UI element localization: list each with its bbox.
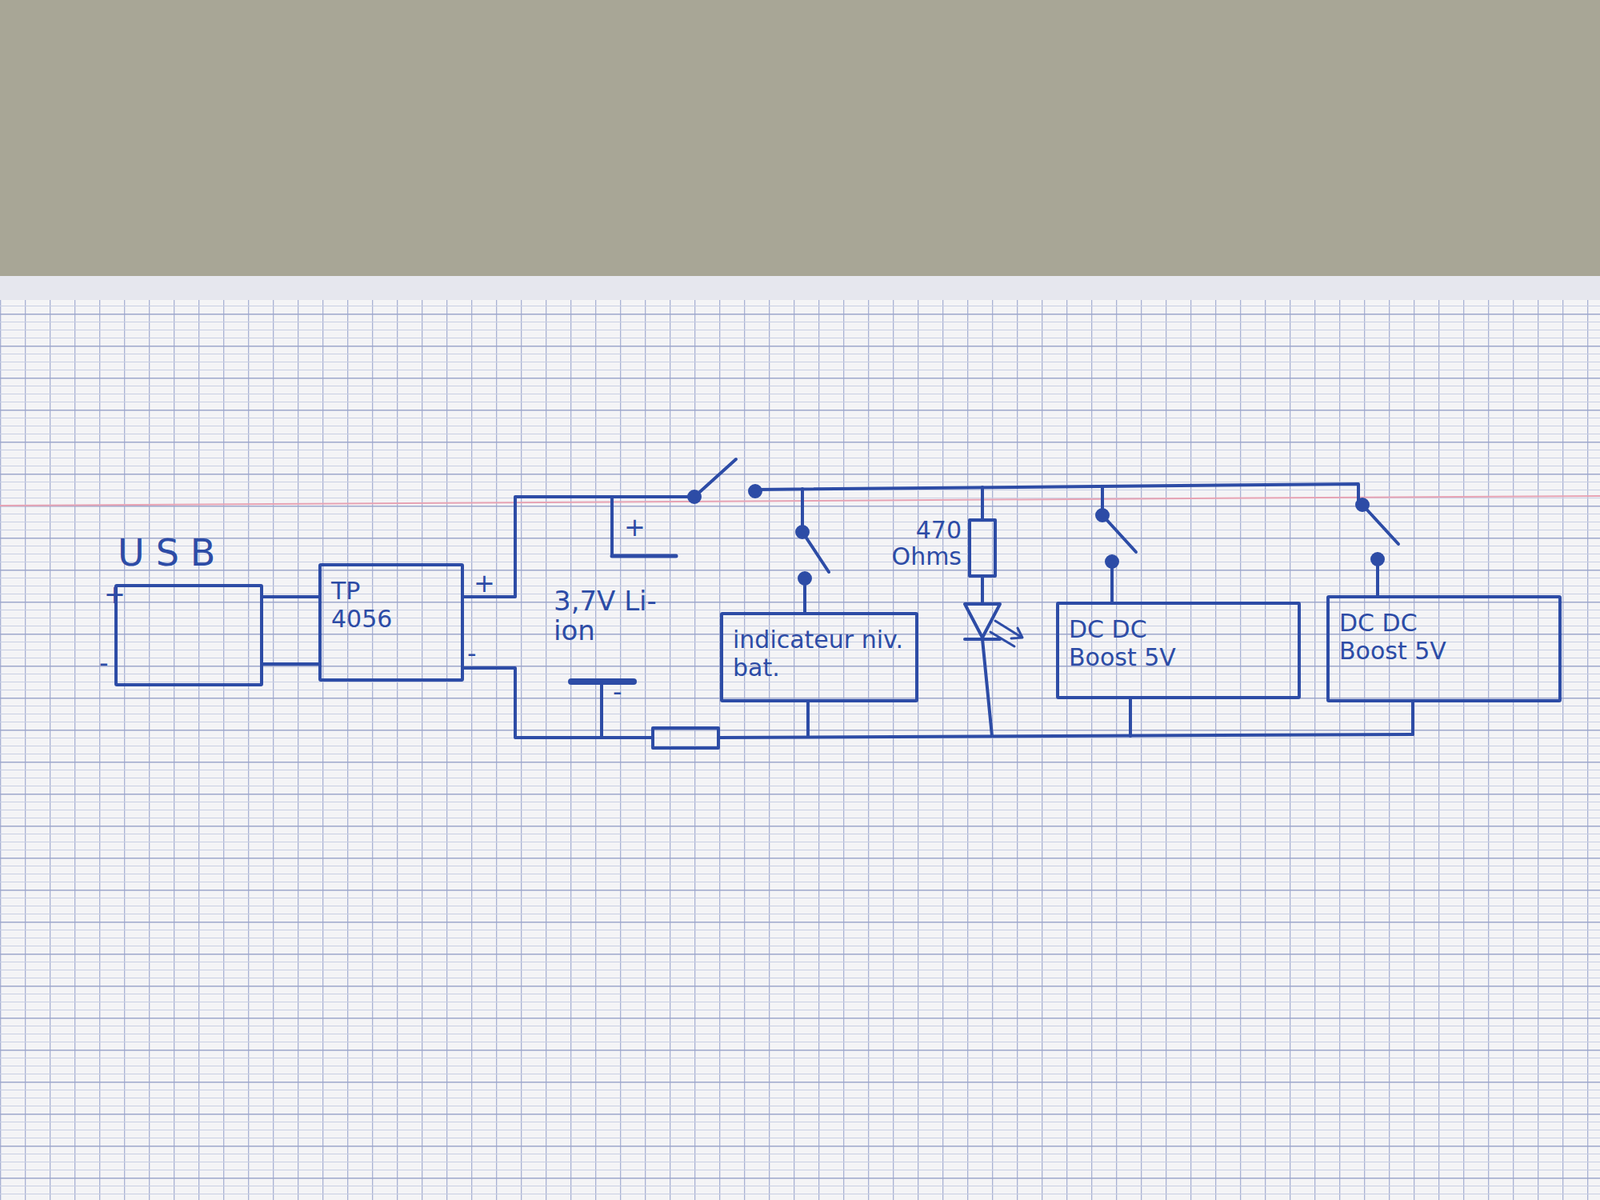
wire-connector <box>263 662 319 666</box>
wire <box>1128 699 1132 736</box>
paper-fold <box>0 276 1600 300</box>
grid-vertical <box>0 300 1600 1200</box>
wire <box>1411 702 1415 735</box>
usb-box: USB <box>114 584 264 687</box>
box-text: DC DC Boost 5V <box>1068 616 1201 672</box>
battery-label: 3,7V Li-ion <box>553 586 690 647</box>
paper-sheet <box>0 276 1600 1200</box>
battery-indicator-box: indicateur niv. bat. <box>720 612 919 703</box>
wire <box>1110 561 1114 602</box>
polarity-sign: + <box>624 513 646 542</box>
wire <box>980 487 984 520</box>
wire <box>1376 559 1380 596</box>
wire <box>610 496 614 556</box>
fuse-symbol <box>652 728 719 748</box>
box-heading: USB <box>117 531 227 575</box>
charger-module-box: TP 4056 <box>318 563 464 682</box>
wire <box>980 576 984 604</box>
switch-lever <box>694 459 736 497</box>
boost-converter-box: DC DC Boost 5V <box>1056 601 1301 700</box>
wire <box>982 639 992 736</box>
box-text: indicateur niv. bat. <box>732 626 906 682</box>
led-arrow <box>1011 628 1023 639</box>
ground-rail <box>718 734 1413 738</box>
resistor-symbol <box>969 520 996 576</box>
switch-lever <box>1102 515 1136 552</box>
switch-lever <box>802 532 829 572</box>
switch-lever <box>1362 504 1399 544</box>
battery-plate-positive <box>612 554 676 559</box>
polarity-sign: + <box>473 569 496 598</box>
resistor-value: 470 Ohms <box>870 516 962 570</box>
positive-rail <box>755 484 1359 505</box>
box-text: DC DC Boost 5V <box>1339 609 1472 665</box>
polarity-sign: - <box>99 649 109 678</box>
grid-horizontal <box>0 300 1600 1200</box>
led-arrow <box>990 632 1015 647</box>
wire <box>600 681 604 738</box>
wire <box>803 578 807 612</box>
polarity-sign: - <box>612 678 623 707</box>
wire-connector <box>263 595 319 599</box>
boost-converter-box: DC DC Boost 5V <box>1326 595 1562 703</box>
wire <box>464 668 653 738</box>
polarity-sign: + <box>104 580 126 609</box>
concrete-ground <box>0 0 1600 288</box>
wire <box>464 496 695 597</box>
polarity-sign: - <box>467 640 477 668</box>
wire <box>806 702 810 737</box>
box-text: TP 4056 <box>331 577 412 633</box>
